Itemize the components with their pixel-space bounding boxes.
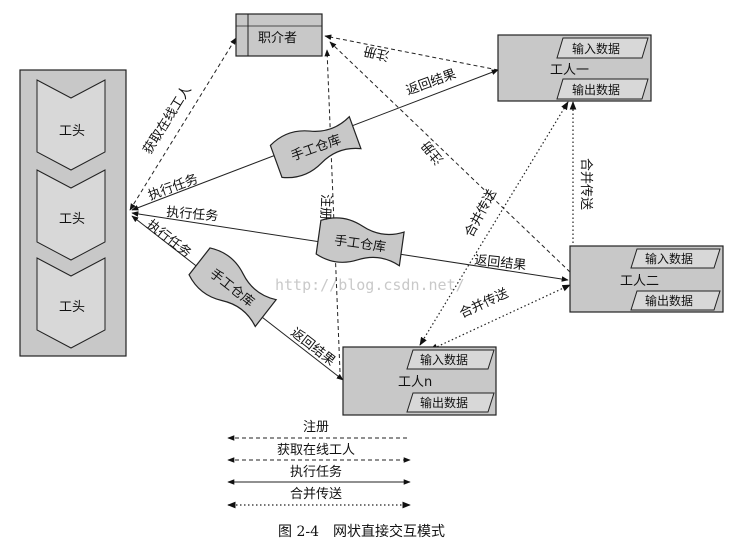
worker-n-input: 输入数据 bbox=[420, 352, 468, 367]
edge-merge-wn-w2 bbox=[429, 284, 571, 351]
label-exec-3: 执行任务 bbox=[144, 217, 195, 262]
legend-get-online-label: 获取在线工人 bbox=[277, 443, 355, 458]
label-get-online: 获取在线工人 bbox=[141, 83, 195, 157]
worker-n-output: 输出数据 bbox=[420, 395, 468, 410]
label-merge-2: 合并传送 bbox=[578, 158, 593, 210]
figure-caption: 图 2-4 网状直接交互模式 bbox=[278, 523, 445, 540]
worker-n-name: 工人n bbox=[398, 375, 432, 390]
label-exec-1: 执行任务 bbox=[146, 171, 200, 204]
label-return-1: 返回结果 bbox=[404, 67, 458, 99]
legend: 注册 获取在线工人 执行任务 合并传送 bbox=[227, 420, 411, 509]
label-return-2: 返回结果 bbox=[474, 253, 527, 273]
edge-merge-wn-w1 bbox=[419, 101, 569, 346]
label-register-1: 注册 bbox=[362, 43, 391, 63]
foreman-label-2: 工头 bbox=[59, 212, 85, 227]
foreman-label-3: 工头 bbox=[59, 300, 85, 315]
legend-register-label: 注册 bbox=[303, 420, 329, 435]
worker-2-input: 输入数据 bbox=[645, 251, 693, 266]
watermark: http://blog.csdn.net/ bbox=[275, 276, 465, 294]
worker-n-node: 输入数据 工人n 输出数据 bbox=[342, 346, 497, 416]
foreman-chevron-2 bbox=[36, 169, 106, 261]
warehouse-2-label: 手工仓库 bbox=[333, 232, 387, 255]
foreman-group: 工头 工头 工头 bbox=[19, 69, 127, 357]
legend-execute-label: 执行任务 bbox=[290, 464, 342, 480]
label-return-3: 返回结果 bbox=[288, 325, 338, 369]
broker-node: 职介者 bbox=[235, 13, 323, 57]
warehouse-3: 手工仓库 bbox=[188, 247, 278, 328]
worker-2-name: 工人二 bbox=[620, 274, 659, 289]
broker-label: 职介者 bbox=[258, 31, 297, 46]
label-register-mid: 注册 bbox=[317, 194, 333, 221]
worker-1-output: 输出数据 bbox=[572, 82, 620, 97]
worker-1-input: 输入数据 bbox=[572, 41, 620, 56]
worker-2-node: 输入数据 工人二 输出数据 bbox=[569, 245, 724, 313]
warehouse-2: 手工仓库 bbox=[315, 217, 405, 267]
foreman-label-1: 工头 bbox=[59, 124, 85, 139]
warehouse-1: 手工仓库 bbox=[269, 115, 362, 179]
worker-2-output: 输出数据 bbox=[645, 293, 693, 308]
label-register-2: 注册 bbox=[419, 137, 447, 167]
label-merge-1: 合并传送 bbox=[462, 187, 500, 240]
worker-1-node: 输入数据 工人一 输出数据 bbox=[497, 34, 652, 102]
worker-1-name: 工人一 bbox=[550, 63, 589, 78]
foreman-chevron-3 bbox=[36, 257, 106, 349]
foreman-chevron-1 bbox=[36, 79, 106, 171]
edge-register-worker1 bbox=[324, 34, 499, 71]
legend-merge-label: 合并传送 bbox=[290, 487, 342, 502]
label-exec-2: 执行任务 bbox=[166, 204, 219, 224]
